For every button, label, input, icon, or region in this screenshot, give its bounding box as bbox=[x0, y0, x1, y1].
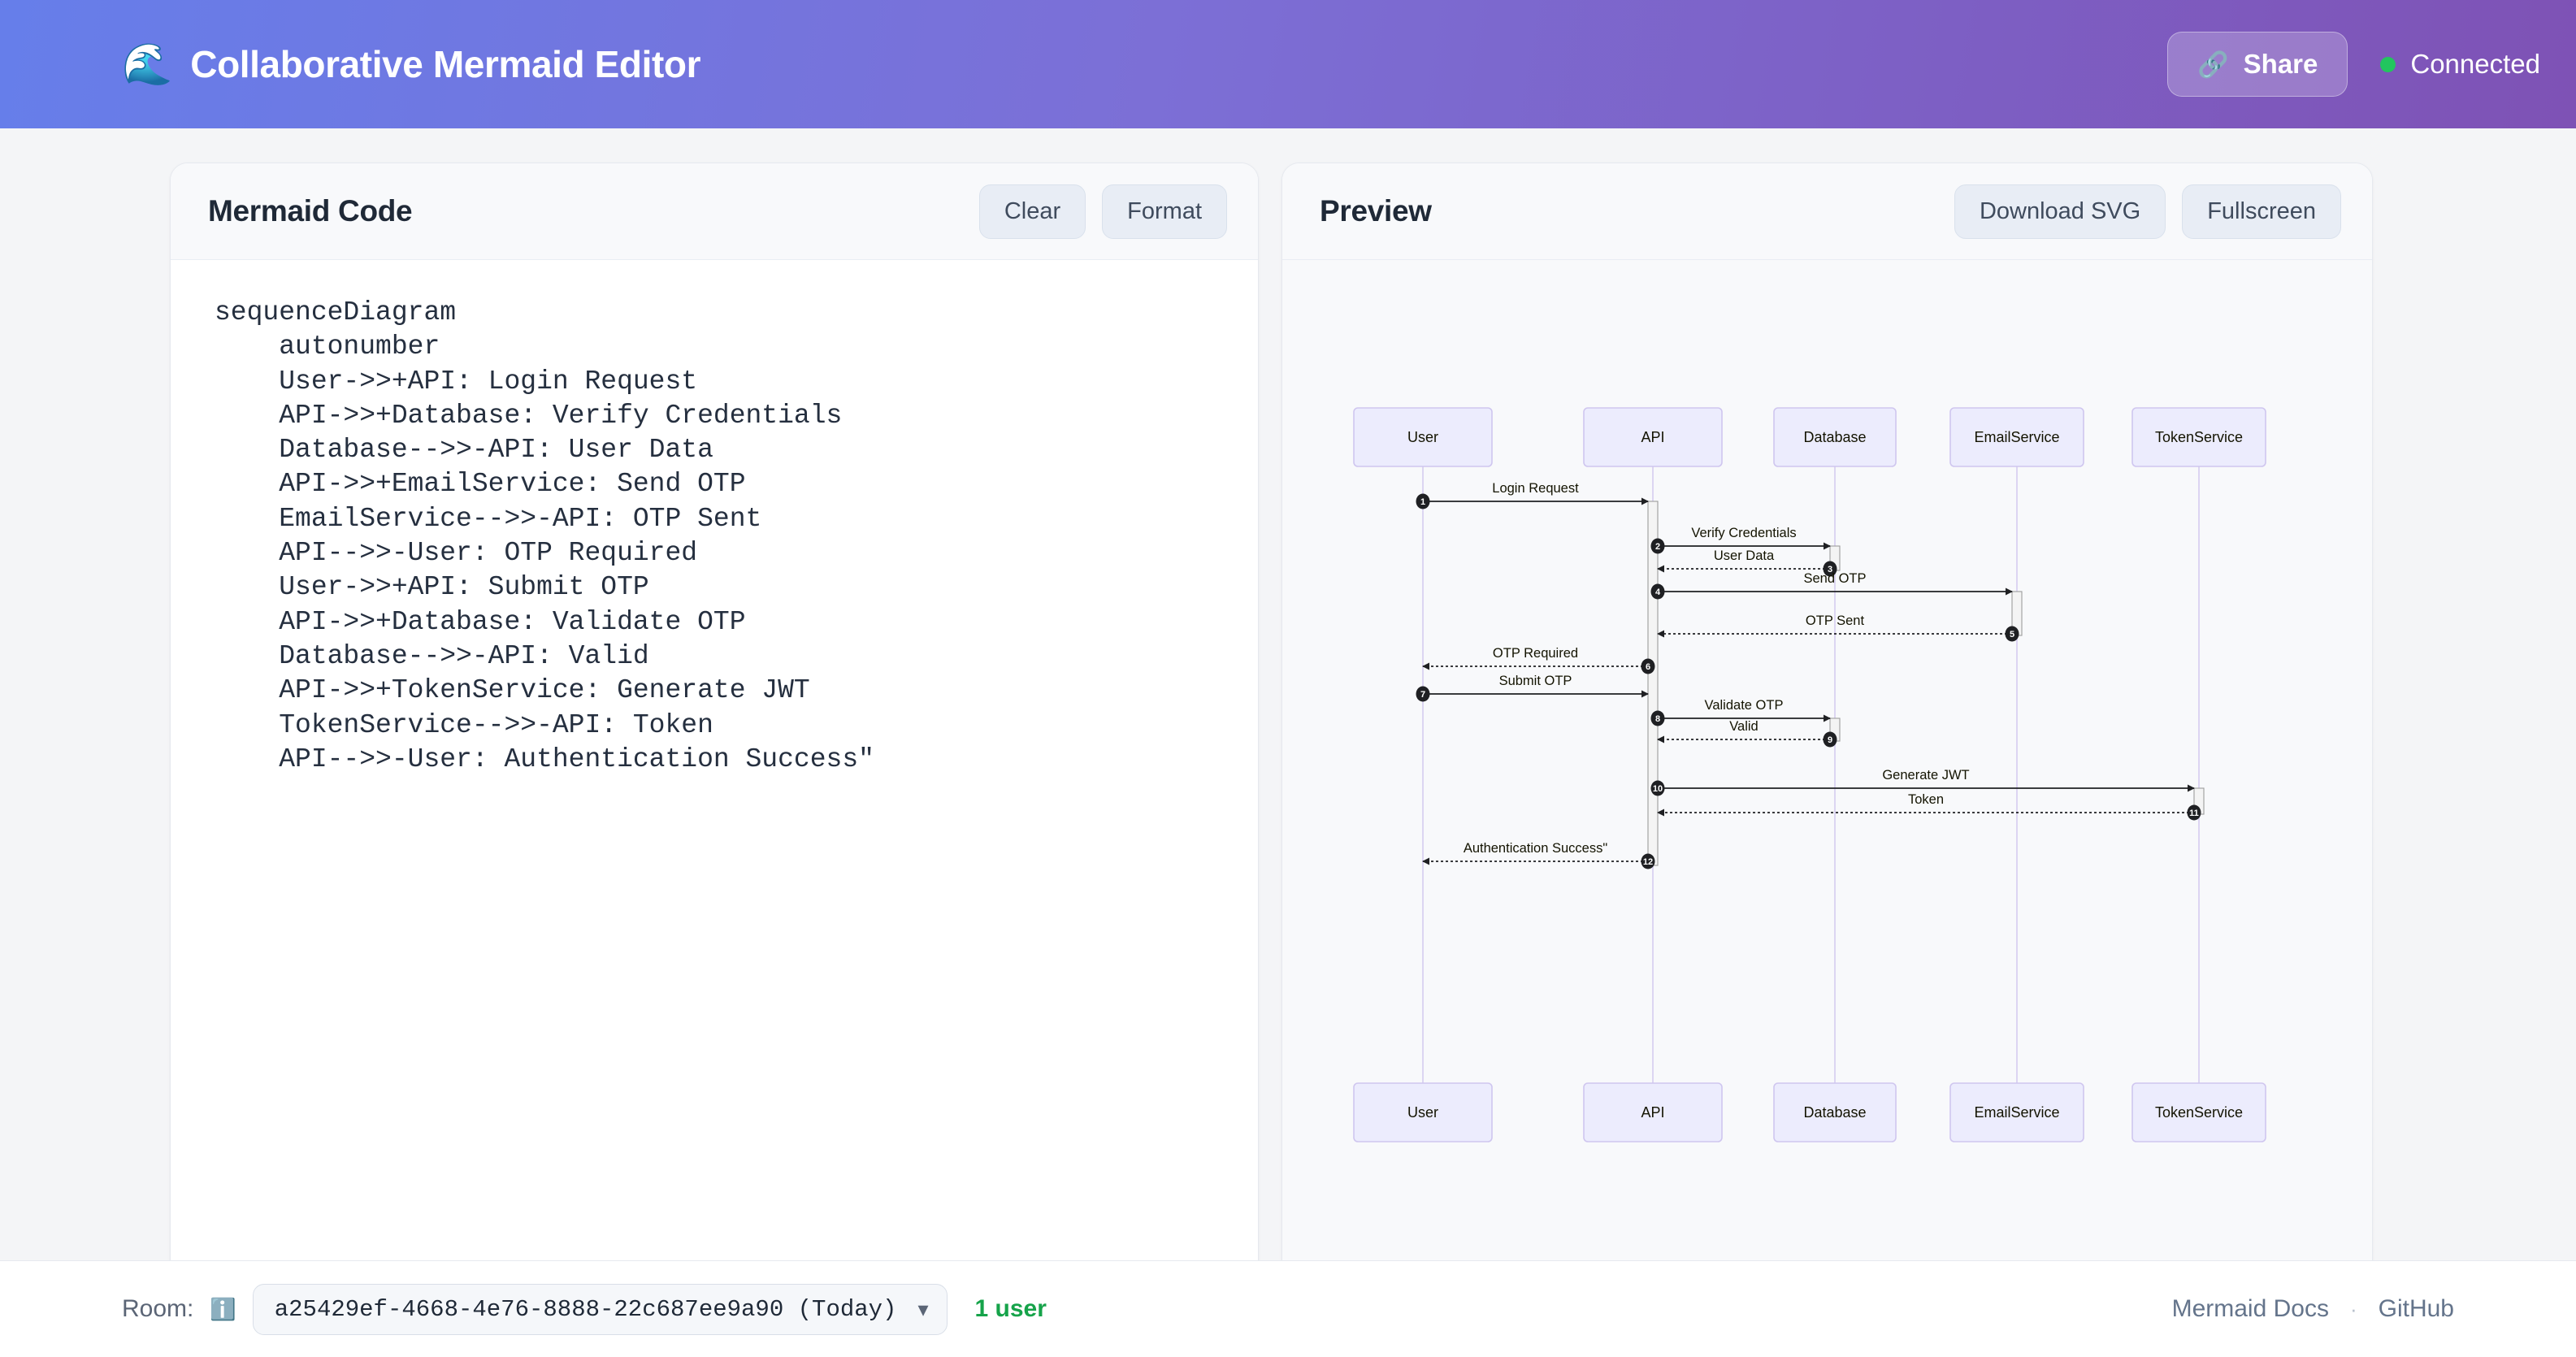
svg-text:11: 11 bbox=[2189, 809, 2199, 818]
github-link[interactable]: GitHub bbox=[2378, 1295, 2454, 1322]
room-select-value: a25429ef-4668-4e76-8888-22c687ee9a90 (To… bbox=[274, 1295, 897, 1323]
info-icon[interactable]: ℹ️ bbox=[210, 1297, 236, 1321]
svg-text:Login Request: Login Request bbox=[1492, 481, 1579, 496]
room-selector-group: Room: ℹ️ a25429ef-4668-4e76-8888-22c687e… bbox=[122, 1283, 1047, 1335]
svg-text:9: 9 bbox=[1828, 735, 1832, 745]
preview-panel-header: Preview Download SVG Fullscreen bbox=[1282, 163, 2372, 260]
code-editor-area[interactable]: sequenceDiagram autonumber User->>+API: … bbox=[171, 260, 1258, 1307]
user-count-badge: 1 user bbox=[974, 1295, 1047, 1322]
editor-panel-header: Mermaid Code Clear Format bbox=[171, 163, 1258, 260]
footer-separator: · bbox=[2349, 1296, 2357, 1321]
svg-text:Database: Database bbox=[1803, 429, 1866, 445]
svg-text:EmailService: EmailService bbox=[1974, 1104, 2059, 1121]
svg-text:User Data: User Data bbox=[1714, 548, 1775, 563]
svg-text:Submit OTP: Submit OTP bbox=[1499, 674, 1572, 688]
svg-text:1: 1 bbox=[1420, 497, 1425, 507]
chevron-down-icon: ▾ bbox=[917, 1296, 929, 1321]
svg-text:TokenService: TokenService bbox=[2155, 1104, 2243, 1121]
preview-panel-title: Preview bbox=[1320, 194, 1432, 228]
svg-text:Generate JWT: Generate JWT bbox=[1882, 768, 1969, 783]
app-footer: Room: ℹ️ a25429ef-4668-4e76-8888-22c687e… bbox=[0, 1260, 2576, 1357]
svg-text:Token: Token bbox=[1908, 792, 1944, 807]
editor-panel-actions: Clear Format bbox=[978, 184, 1227, 239]
svg-text:Verify Credentials: Verify Credentials bbox=[1691, 526, 1796, 540]
preview-panel-actions: Download SVG Fullscreen bbox=[1954, 184, 2341, 239]
format-button[interactable]: Format bbox=[1102, 184, 1227, 239]
svg-text:User: User bbox=[1407, 429, 1438, 445]
editor-panel-title: Mermaid Code bbox=[208, 194, 413, 228]
svg-text:7: 7 bbox=[1420, 690, 1425, 700]
fullscreen-button[interactable]: Fullscreen bbox=[2182, 184, 2341, 239]
svg-text:Database: Database bbox=[1803, 1104, 1866, 1121]
svg-text:6: 6 bbox=[1646, 662, 1650, 672]
share-button[interactable]: 🔗 Share bbox=[2167, 32, 2348, 97]
mermaid-code-text[interactable]: sequenceDiagram autonumber User->>+API: … bbox=[215, 297, 874, 774]
footer-links: Mermaid Docs · GitHub bbox=[2172, 1295, 2454, 1323]
room-select[interactable]: a25429ef-4668-4e76-8888-22c687ee9a90 (To… bbox=[252, 1283, 948, 1335]
svg-text:Authentication Success": Authentication Success" bbox=[1464, 841, 1608, 856]
editor-panel: Mermaid Code Clear Format sequenceDiagra… bbox=[170, 163, 1259, 1308]
connection-status: Connected bbox=[2380, 49, 2540, 80]
svg-text:5: 5 bbox=[2010, 630, 2014, 639]
svg-text:OTP Required: OTP Required bbox=[1493, 646, 1578, 661]
brand: 🌊 Collaborative Mermaid Editor bbox=[122, 42, 700, 86]
svg-text:TokenService: TokenService bbox=[2155, 429, 2243, 445]
app-header: 🌊 Collaborative Mermaid Editor 🔗 Share C… bbox=[0, 0, 2576, 128]
wave-emoji-icon: 🌊 bbox=[122, 41, 173, 87]
download-svg-button[interactable]: Download SVG bbox=[1954, 184, 2166, 239]
svg-text:EmailService: EmailService bbox=[1974, 429, 2059, 445]
svg-text:API: API bbox=[1641, 1104, 1664, 1121]
sequence-diagram-svg: UserUserAPIAPIDatabaseDatabaseEmailServi… bbox=[1353, 407, 2266, 1142]
svg-text:Validate OTP: Validate OTP bbox=[1705, 698, 1784, 713]
svg-text:OTP Sent: OTP Sent bbox=[1806, 613, 1865, 628]
svg-text:12: 12 bbox=[1643, 857, 1653, 867]
svg-text:API: API bbox=[1641, 429, 1664, 445]
page-title: Collaborative Mermaid Editor bbox=[190, 43, 701, 85]
room-label: Room: bbox=[122, 1295, 194, 1322]
link-icon: 🔗 bbox=[2197, 50, 2229, 79]
status-badge: Connected bbox=[2410, 49, 2540, 79]
svg-text:10: 10 bbox=[1653, 784, 1663, 794]
share-button-label: Share bbox=[2243, 49, 2318, 79]
svg-text:Send OTP: Send OTP bbox=[1803, 571, 1866, 586]
svg-text:User: User bbox=[1407, 1104, 1438, 1121]
svg-text:2: 2 bbox=[1655, 542, 1660, 552]
svg-text:4: 4 bbox=[1655, 587, 1661, 597]
workspace: Mermaid Code Clear Format sequenceDiagra… bbox=[0, 128, 2576, 1308]
clear-button[interactable]: Clear bbox=[978, 184, 1086, 239]
header-actions: 🔗 Share Connected bbox=[2167, 32, 2540, 97]
mermaid-docs-link[interactable]: Mermaid Docs bbox=[2171, 1295, 2329, 1322]
status-dot-icon bbox=[2380, 56, 2396, 72]
svg-text:Valid: Valid bbox=[1729, 719, 1758, 734]
svg-text:8: 8 bbox=[1655, 714, 1660, 724]
svg-text:3: 3 bbox=[1828, 565, 1832, 574]
